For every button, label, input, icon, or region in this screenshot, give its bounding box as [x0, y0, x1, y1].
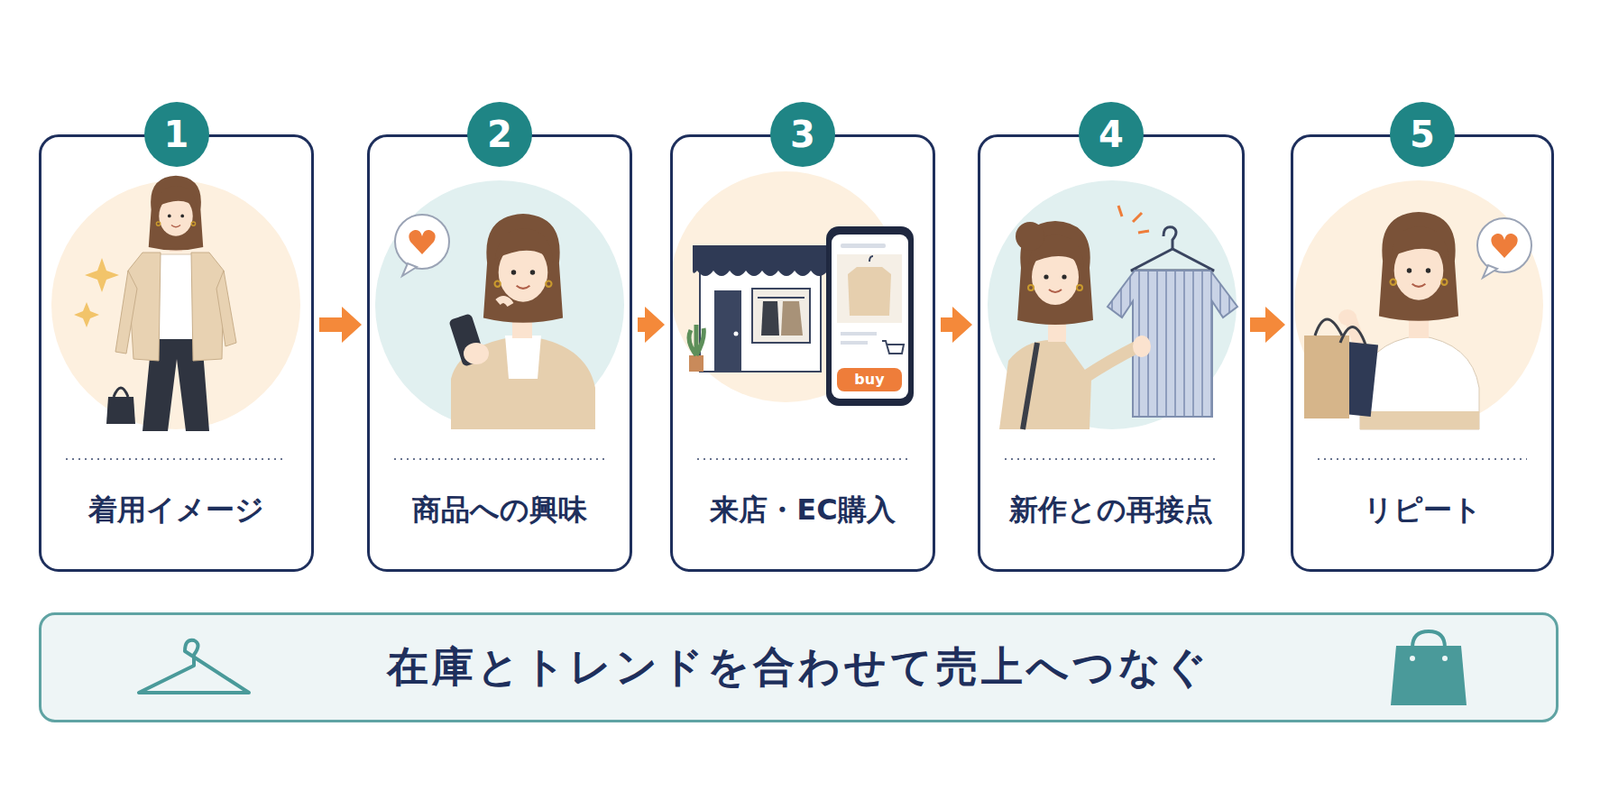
step-card: 4新作との再接点 — [977, 134, 1245, 572]
step-number: 3 — [770, 101, 836, 167]
step-card: 1着用イメージ — [38, 134, 314, 572]
step-number: 1 — [144, 101, 210, 167]
flow-arrow — [637, 306, 665, 343]
step-card: 3来店・EC購入 — [670, 134, 936, 572]
step-label: 商品への興味 — [369, 490, 630, 531]
step-number: 5 — [1389, 101, 1455, 167]
band-text: 在庫とトレンドを合わせて売上へつなぐ — [41, 639, 1556, 696]
step-label: 新作との再接点 — [980, 490, 1242, 531]
step-card: 2商品への興味 — [367, 134, 633, 572]
step-label: 着用イメージ — [41, 490, 312, 531]
step-number: 2 — [467, 101, 533, 167]
flow-arrow — [1250, 306, 1286, 343]
step-label: リピート — [1293, 490, 1552, 531]
step-card: 5リピート — [1290, 134, 1555, 572]
step-label: 来店・EC購入 — [672, 490, 933, 531]
flow-arrow — [319, 306, 362, 343]
flow-arrow — [940, 306, 973, 343]
step-number: 4 — [1078, 101, 1144, 167]
summary-band: 在庫とトレンドを合わせて売上へつなぐ — [38, 612, 1559, 723]
button-label: buy — [836, 367, 902, 392]
